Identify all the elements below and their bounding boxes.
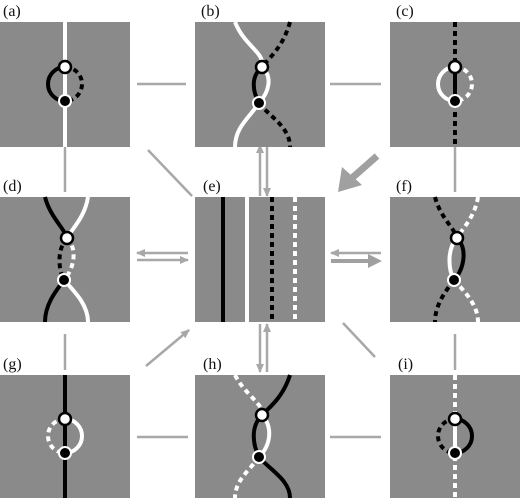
panel-label-h: (h) — [203, 356, 222, 373]
panel-g-filled-node — [58, 446, 72, 460]
panel-f-filled-node — [447, 273, 461, 287]
panel-a-open-node — [57, 59, 73, 75]
panel-f-white-dashed-upper — [455, 196, 480, 240]
panel-label-f: (f) — [396, 178, 412, 195]
arrow-into-f-diagonal-head — [338, 167, 362, 192]
connector-a-e-diagonal — [147, 149, 193, 197]
panel-c-open-node — [447, 59, 463, 75]
panel-f-dashed-upper — [433, 196, 459, 239]
highlight-arrows — [331, 153, 382, 268]
panel-f — [390, 196, 520, 323]
panel-i-open-node — [447, 411, 463, 427]
panel-h-open-node — [254, 407, 270, 423]
panel-a-filled-node — [58, 94, 72, 108]
arrow-e-to-f-head — [368, 254, 382, 268]
panel-e — [195, 197, 325, 322]
panel-label-a: (a) — [3, 3, 21, 20]
panel-label-c: (c) — [396, 3, 414, 20]
panel-g-open-node — [57, 411, 73, 427]
panel-label-e: (e) — [203, 178, 221, 195]
panel-label-g: (g) — [3, 356, 22, 373]
panel-h-filled-node — [252, 450, 266, 464]
panel-b-filled-node — [252, 96, 266, 110]
panel-d-filled-node — [57, 273, 71, 287]
panel-label-b: (b) — [201, 3, 220, 20]
panel-c — [390, 22, 520, 147]
panel-d-open-node — [59, 230, 75, 246]
panel-e-background — [195, 197, 325, 322]
connectors — [63, 82, 457, 439]
arrow-into-f-diagonal-shaft — [349, 153, 380, 181]
panel-d — [0, 196, 130, 323]
panel-h — [195, 374, 325, 498]
panel-label-d: (d) — [3, 178, 22, 195]
panel-b-open-node — [254, 59, 270, 75]
panel-f-open-node — [449, 230, 465, 246]
arrow-g-to-e — [145, 329, 190, 367]
panel-g — [0, 375, 130, 498]
connector-e-i-diagonal — [342, 322, 376, 358]
panel-c-filled-node — [448, 94, 462, 108]
panel-i-filled-node — [448, 446, 462, 460]
panel-h-background — [195, 375, 325, 498]
panel-i — [390, 375, 520, 498]
panel-a — [0, 22, 130, 147]
panel-label-i: (i) — [398, 356, 413, 373]
panel-b-background — [195, 22, 325, 147]
panel-f-background — [390, 197, 520, 322]
panel-b-dashed-upper — [260, 21, 292, 69]
panel-d-background — [0, 197, 130, 322]
panel-b — [195, 21, 325, 148]
